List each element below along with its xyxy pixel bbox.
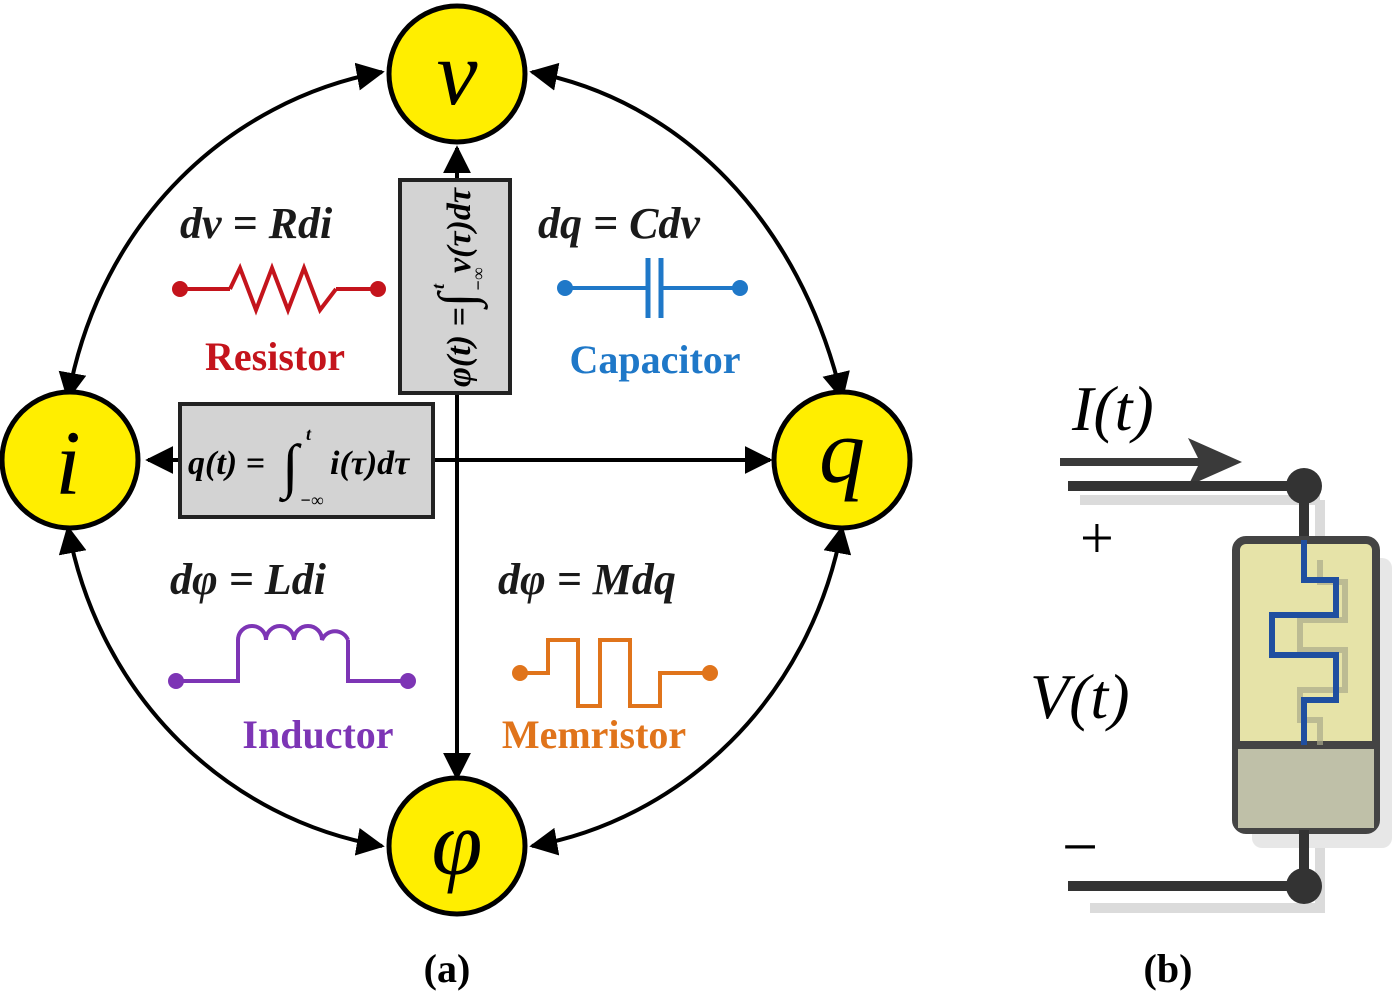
panel-a: φ(t) = ∫ t −∞ v(τ)dτ q(t) = ∫ t −∞ i(τ)d… [0, 3, 913, 991]
flux-integral-box: φ(t) = ∫ t −∞ v(τ)dτ [398, 178, 512, 395]
current-label: I(t) [1071, 373, 1154, 444]
memristor-symbol [512, 638, 718, 708]
inductor-equation: dφ = Ldi [170, 555, 327, 604]
voltage-label: V(t) [1030, 661, 1130, 732]
capacitor-symbol [557, 258, 748, 318]
charge-box-lhs: q(t) = [188, 445, 265, 482]
memristor-equation: dφ = Mdq [498, 555, 676, 604]
resistor-symbol [172, 262, 386, 316]
capacitor-group: dq = Cdv Capacitor [538, 199, 748, 382]
node-v-label: v [437, 22, 478, 124]
flux-box-lhs: φ(t) = [441, 307, 478, 387]
node-phi-label: φ [432, 792, 483, 894]
panel-b-label: (b) [1144, 946, 1193, 991]
memristor-group: dφ = Mdq Memristor [498, 555, 718, 757]
flux-box-upper: t [428, 283, 448, 289]
current-arrow [1060, 438, 1242, 486]
panel-a-label: (a) [424, 946, 471, 991]
device-trace [1269, 540, 1339, 745]
node-i: i [0, 389, 141, 531]
memristor-device [1232, 536, 1380, 834]
minus-sign: − [1062, 811, 1098, 882]
charge-integral-sign: ∫ [279, 433, 302, 503]
charge-box-integrand: i(τ)dτ [330, 445, 410, 482]
flux-integral-sign: ∫ [429, 290, 488, 310]
node-q: q [771, 389, 913, 531]
inductor-group: dφ = Ldi Inductor [168, 555, 416, 757]
arc-v-to-i [58, 62, 385, 401]
charge-box-upper: t [306, 424, 312, 444]
resistor-group: dv = Rdi Resistor [172, 199, 386, 379]
arc-v-to-q [529, 62, 850, 401]
capacitor-equation: dq = Cdv [538, 199, 700, 248]
resistor-label: Resistor [205, 334, 345, 379]
charge-integral-box: q(t) = ∫ t −∞ i(τ)dτ [178, 402, 435, 519]
arc-i-to-phi [58, 525, 385, 856]
node-phi: φ [386, 775, 528, 917]
node-v: v [386, 3, 528, 145]
flux-box-integrand: v(τ)dτ [441, 187, 478, 273]
arc-q-to-phi [529, 525, 852, 856]
flux-box-lower: −∞ [468, 267, 488, 291]
plus-sign: + [1080, 505, 1114, 571]
node-i-label: i [55, 412, 81, 514]
node-q-label: q [819, 400, 865, 502]
charge-box-lower: −∞ [300, 490, 324, 510]
capacitor-label: Capacitor [569, 337, 740, 382]
resistor-equation: dv = Rdi [180, 199, 333, 248]
panel-b: I(t) + V(t) − (b) [1030, 373, 1392, 991]
inductor-symbol [168, 624, 416, 689]
memristor-label: Memristor [502, 712, 686, 757]
inductor-label: Inductor [242, 712, 393, 757]
